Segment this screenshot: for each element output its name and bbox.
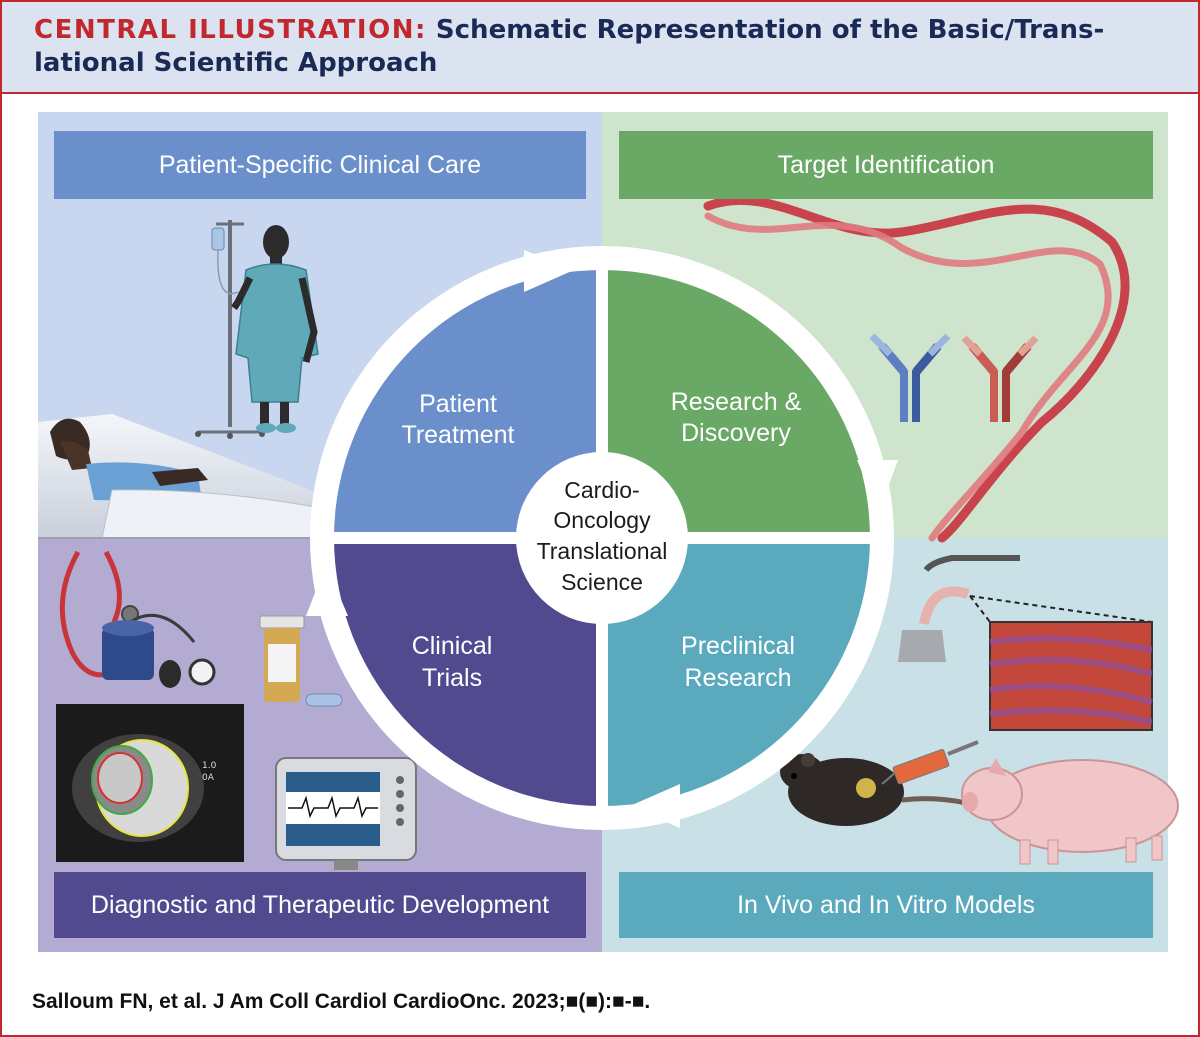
cycle-hub xyxy=(516,452,688,624)
cycle-arrow-top xyxy=(524,250,574,292)
segment-label-patient-line2: Treatment xyxy=(401,421,514,449)
banner-models: In Vivo and In Vitro Models xyxy=(619,872,1153,938)
header: CENTRAL ILLUSTRATION: Schematic Represen… xyxy=(2,2,1198,94)
mouse-icon xyxy=(780,753,1003,826)
header-title-line1: Schematic Representation of the Basic/Tr… xyxy=(435,15,1105,45)
antibody-red-icon xyxy=(961,335,1039,422)
banner-target-identification: Target Identification xyxy=(619,131,1153,199)
citation: Salloum FN, et al. J Am Coll Cardiol Car… xyxy=(32,990,651,1013)
segment-label-preclinical-line1: Preclinical xyxy=(681,632,795,660)
muscle-fiber-image xyxy=(969,595,1153,731)
segment-label-patient-line1: Patient xyxy=(419,390,497,418)
standing-patient-icon xyxy=(195,220,319,439)
segment-label-clinical-line1: Clinical xyxy=(412,632,493,660)
antibody-blue-icon xyxy=(869,333,951,422)
segment-patient-treatment xyxy=(334,270,602,538)
pig-icon xyxy=(961,758,1179,865)
ecg-monitor-icon xyxy=(275,757,417,870)
cardiac-mri-image: 1.0 0A xyxy=(56,704,244,862)
header-title: CENTRAL ILLUSTRATION: Schematic Represen… xyxy=(34,14,1154,80)
segment-research-discovery xyxy=(602,270,870,538)
segment-label-research-line1: Research & xyxy=(671,388,802,416)
hub-line-1: Cardio- xyxy=(564,477,639,503)
cycle-arrow-left xyxy=(306,564,348,616)
blood-pressure-cuff-icon xyxy=(59,550,216,688)
pill-bottle-icon xyxy=(259,615,343,707)
banner-diagnostic-development: Diagnostic and Therapeutic Development xyxy=(54,872,586,938)
hub-line-4: Science xyxy=(561,569,643,595)
mri-scale-bottom: 0A xyxy=(202,773,215,783)
header-label: CENTRAL ILLUSTRATION: xyxy=(34,15,427,45)
tissue-stretcher-icon xyxy=(898,555,1020,662)
lying-patient-icon xyxy=(38,414,343,539)
segment-label-preclinical-line2: Research xyxy=(685,664,792,692)
banner-patient-care: Patient-Specific Clinical Care xyxy=(54,131,586,199)
segment-label-clinical-line2: Trials xyxy=(422,664,482,692)
hub-line-2: Oncology xyxy=(553,507,651,533)
segment-clinical-trials xyxy=(334,538,602,806)
syringe-icon xyxy=(881,740,979,785)
hub-line-3: Translational xyxy=(537,538,668,564)
cycle-diagram: Patient Treatment Research & Discovery C… xyxy=(306,246,898,830)
cycle-arrow-bottom xyxy=(630,784,680,828)
segment-label-research-line2: Discovery xyxy=(681,419,791,447)
header-title-line2: lational Scientific Approach xyxy=(34,48,438,78)
dna-helix-icon xyxy=(703,195,1130,543)
segment-preclinical-research xyxy=(602,538,870,806)
cycle-arrow-right xyxy=(857,460,898,512)
mri-scale-top: 1.0 xyxy=(202,761,217,771)
